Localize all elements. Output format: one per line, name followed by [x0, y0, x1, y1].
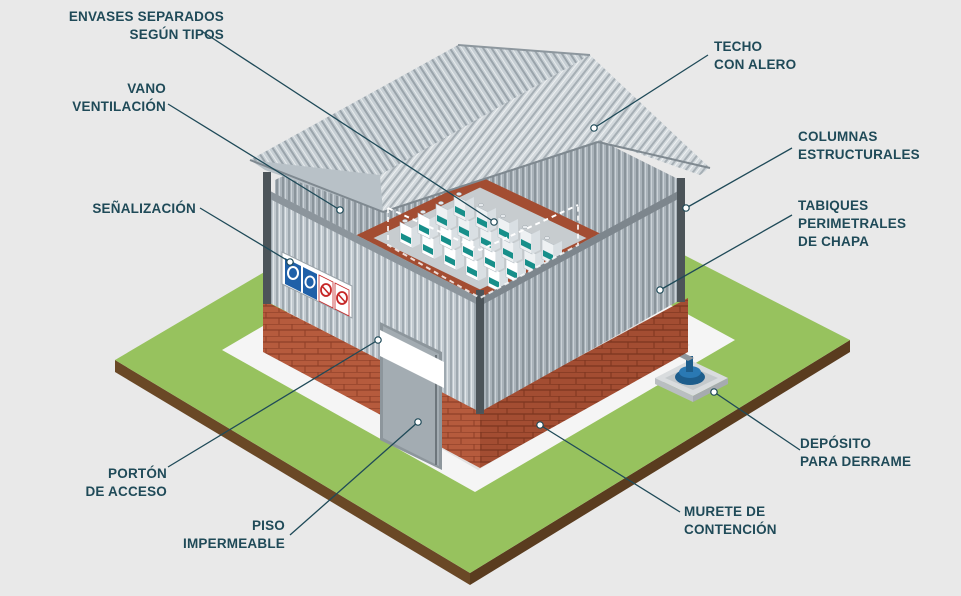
label-murete-line1: MURETE DE: [684, 504, 766, 519]
label-piso-line2: IMPERMEABLE: [183, 536, 285, 551]
label-techo-line2: CON ALERO: [714, 57, 797, 72]
label-deposito-line2: PARA DERRAME: [800, 454, 912, 469]
leader-lines: [167, 29, 801, 536]
column-right: [677, 178, 685, 302]
containment-wall-right: [480, 298, 688, 468]
label-tabiques: TABIQUES PERIMETRALES DE CHAPA: [798, 197, 906, 251]
prohibition-sign-icon: [334, 282, 350, 317]
label-columnas-line1: COLUMNAS: [798, 129, 878, 144]
access-gate: [380, 322, 444, 470]
container-jug: [457, 212, 478, 242]
column-left: [263, 172, 271, 304]
soil-side-right: [470, 340, 850, 585]
soil-side-left: [115, 360, 470, 585]
label-envases-line2: SEGÚN TIPOS: [129, 27, 224, 42]
label-envases-line1: ENVASES SEPARADOS: [68, 9, 224, 24]
label-porton: PORTÓN DE ACCESO: [40, 465, 167, 501]
label-piso-line1: PISO: [251, 518, 285, 533]
label-tabiques-line3: DE CHAPA: [798, 234, 870, 249]
label-vano-line2: VENTILACIÓN: [72, 99, 166, 114]
prohibition-sign-icon: [318, 274, 334, 309]
mandatory-sign-icon: [303, 267, 317, 300]
column-front: [476, 290, 484, 414]
container-jug: [497, 214, 518, 244]
label-tabiques-line1: TABIQUES: [798, 198, 869, 213]
label-porton-line1: PORTÓN: [108, 466, 167, 481]
label-tabiques-line2: PERIMETRALES: [798, 216, 907, 231]
label-senalizacion-line1: SEÑALIZACIÓN: [92, 201, 196, 216]
label-techo-line1: TECHO: [714, 39, 763, 54]
label-piso: PISO IMPERMEABLE: [150, 517, 285, 553]
roof-with-eaves: [249, 44, 711, 213]
container-jug: [519, 225, 540, 255]
mandatory-sign-icon: [285, 258, 301, 292]
container-jug: [399, 219, 420, 249]
label-vano: VANO VENTILACIÓN: [40, 80, 166, 116]
label-porton-line2: DE ACCESO: [85, 484, 167, 499]
label-senalizacion: SEÑALIZACIÓN: [40, 200, 196, 218]
label-techo: TECHO CON ALERO: [714, 38, 796, 74]
label-envases: ENVASES SEPARADOS SEGÚN TIPOS: [40, 8, 224, 44]
perimeter-sheet-right: [480, 190, 680, 412]
label-columnas-line2: ESTRUCTURALES: [798, 147, 920, 162]
leader-dots: [286, 124, 718, 429]
label-deposito: DEPÓSITO PARA DERRAME: [800, 435, 911, 471]
signage-board: [281, 251, 353, 319]
label-columnas: COLUMNAS ESTRUCTURALES: [798, 128, 920, 164]
label-vano-line1: VANO: [127, 81, 166, 96]
label-deposito-line1: DEPÓSITO: [800, 436, 872, 451]
label-murete: MURETE DE CONTENCIÓN: [684, 503, 777, 539]
container-jug: [541, 236, 562, 266]
label-murete-line2: CONTENCIÓN: [684, 522, 777, 537]
